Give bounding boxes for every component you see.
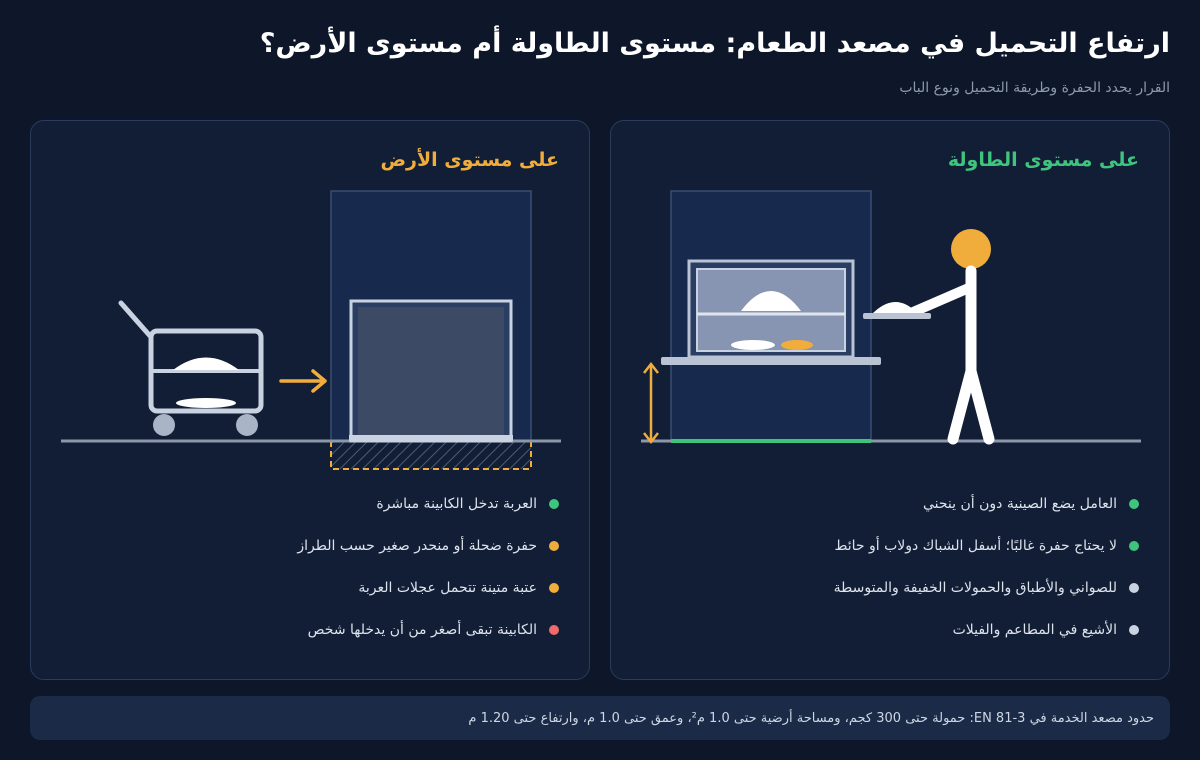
footer-text: حدود مصعد الخدمة في EN 81-3: حمولة حتى 3… bbox=[468, 710, 1154, 726]
list-item: لا يحتاج حفرة غالبًا؛ أسفل الشباك دولاب … bbox=[631, 525, 1139, 567]
floor-level-illustration bbox=[61, 190, 561, 470]
list-item: للصواني والأطباق والحمولات الخفيفة والمت… bbox=[631, 567, 1139, 609]
table-level-bullets: العامل يضع الصينية دون أن ينحني لا يحتاج… bbox=[631, 483, 1139, 651]
list-item: الكابينة تبقى أصغر من أن يدخلها شخص bbox=[51, 609, 559, 651]
cart-wheel-left-icon bbox=[153, 414, 175, 436]
bullet-dot bbox=[549, 583, 559, 593]
cart-dome-dish-icon bbox=[173, 357, 239, 370]
page-title: ارتفاع التحميل في مصعد الطعام: مستوى الط… bbox=[259, 28, 1170, 59]
height-arrow-top-icon bbox=[643, 361, 659, 374]
bullet-text: لا يحتاج حفرة غالبًا؛ أسفل الشباك دولاب … bbox=[834, 538, 1117, 554]
food-icon bbox=[781, 340, 813, 350]
list-item: عتبة متينة تتحمل عجلات العربة bbox=[51, 567, 559, 609]
table-level-panel: على مستوى الطاولة العامل يضع الصينية دون… bbox=[610, 120, 1170, 680]
bullet-dot bbox=[1129, 583, 1139, 593]
floor-level-panel: على مستوى الأرض العربة تدخل الكابينة مبا… bbox=[30, 120, 590, 680]
standard-limits-note: حدود مصعد الخدمة في EN 81-3: حمولة حتى 3… bbox=[30, 696, 1170, 740]
bullet-text: العامل يضع الصينية دون أن ينحني bbox=[923, 496, 1117, 512]
table-level-illustration bbox=[641, 190, 1141, 445]
bullet-text: الأشيع في المطاعم والفيلات bbox=[952, 622, 1117, 638]
list-item: العامل يضع الصينية دون أن ينحني bbox=[631, 483, 1139, 525]
cart-plate-icon bbox=[176, 398, 236, 408]
counter-sill bbox=[661, 357, 881, 365]
bullet-dot bbox=[1129, 499, 1139, 509]
plate-icon bbox=[731, 340, 775, 350]
list-item: العربة تدخل الكابينة مباشرة bbox=[51, 483, 559, 525]
worker-leg-left bbox=[947, 365, 977, 445]
bullet-text: الكابينة تبقى أصغر من أن يدخلها شخص bbox=[307, 622, 537, 638]
worker-leg-right bbox=[965, 365, 995, 445]
bullet-text: عتبة متينة تتحمل عجلات العربة bbox=[358, 580, 537, 596]
list-item: حفرة ضحلة أو منحدر صغير حسب الطراز bbox=[51, 525, 559, 567]
floor-level-bullets: العربة تدخل الكابينة مباشرة حفرة ضحلة أو… bbox=[51, 483, 559, 651]
bullet-text: للصواني والأطباق والحمولات الخفيفة والمت… bbox=[833, 580, 1117, 596]
cart-handle bbox=[118, 300, 154, 340]
bullet-text: العربة تدخل الكابينة مباشرة bbox=[376, 496, 537, 512]
cart-wheel-right-icon bbox=[236, 414, 258, 436]
bullet-dot bbox=[1129, 541, 1139, 551]
table-level-title: على مستوى الطاولة bbox=[947, 149, 1139, 171]
bullet-dot bbox=[549, 541, 559, 551]
worker-head-icon bbox=[951, 229, 991, 269]
tray-dish-icon bbox=[873, 302, 917, 313]
pit bbox=[330, 440, 532, 470]
cabin-sill bbox=[349, 435, 513, 441]
tray-icon bbox=[863, 313, 931, 319]
bullet-text: حفرة ضحلة أو منحدر صغير حسب الطراز bbox=[297, 538, 537, 554]
bullet-dot bbox=[549, 499, 559, 509]
cabin-interior bbox=[358, 307, 504, 437]
page-subtitle: القرار يحدد الحفرة وطريقة التحميل ونوع ا… bbox=[899, 80, 1170, 96]
floor-level-title: على مستوى الأرض bbox=[380, 149, 559, 171]
push-arrow-head-icon bbox=[311, 369, 327, 393]
dome-dish-icon bbox=[741, 291, 801, 311]
list-item: الأشيع في المطاعم والفيلات bbox=[631, 609, 1139, 651]
worker-arm bbox=[906, 282, 976, 318]
bullet-dot bbox=[549, 625, 559, 635]
bullet-dot bbox=[1129, 625, 1139, 635]
height-arrow-bottom-icon bbox=[643, 432, 659, 445]
